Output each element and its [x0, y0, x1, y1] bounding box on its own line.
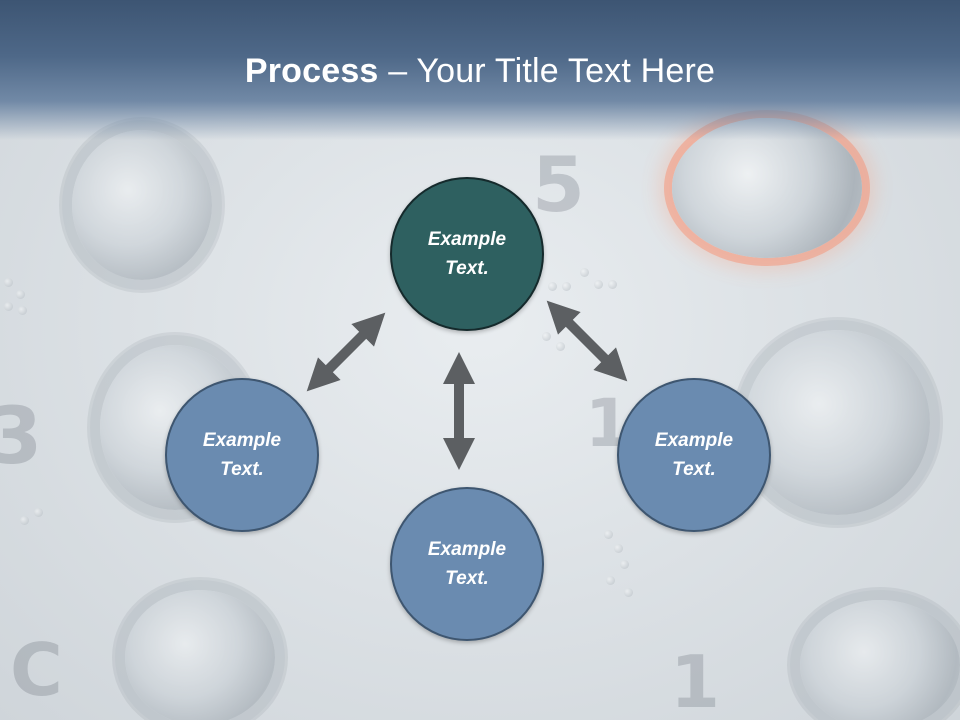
- background-digit: 5: [532, 140, 585, 229]
- node-text-line: Text.: [445, 568, 489, 589]
- node-text-line: Example: [654, 430, 734, 451]
- background-elevator-button: [745, 330, 930, 515]
- background-elevator-button: [125, 590, 275, 720]
- title-header-band: [0, 0, 960, 140]
- node-text-line: Text.: [672, 459, 716, 480]
- background-elevator-button-lit: [672, 118, 862, 258]
- background-digit: C: [10, 628, 63, 712]
- background-digit: 1: [670, 640, 721, 720]
- title-rest-part: – Your Title Text Here: [378, 52, 716, 90]
- background-digit: 3: [0, 392, 43, 482]
- node-text-line: Text.: [445, 258, 489, 279]
- node-text-line: Example: [202, 430, 282, 451]
- title-bold-part: Process: [244, 52, 379, 90]
- arrow-left-to-center: [306, 312, 386, 392]
- node-text-line: Example: [427, 539, 507, 560]
- arrow-center-to-right: [546, 300, 628, 382]
- node-text-line: Text.: [220, 459, 264, 480]
- background-elevator-button: [800, 600, 960, 720]
- node-text-line: Example: [427, 229, 507, 250]
- slide-title: Process – Your Title Text Here: [0, 52, 960, 91]
- background-elevator-button: [72, 130, 212, 280]
